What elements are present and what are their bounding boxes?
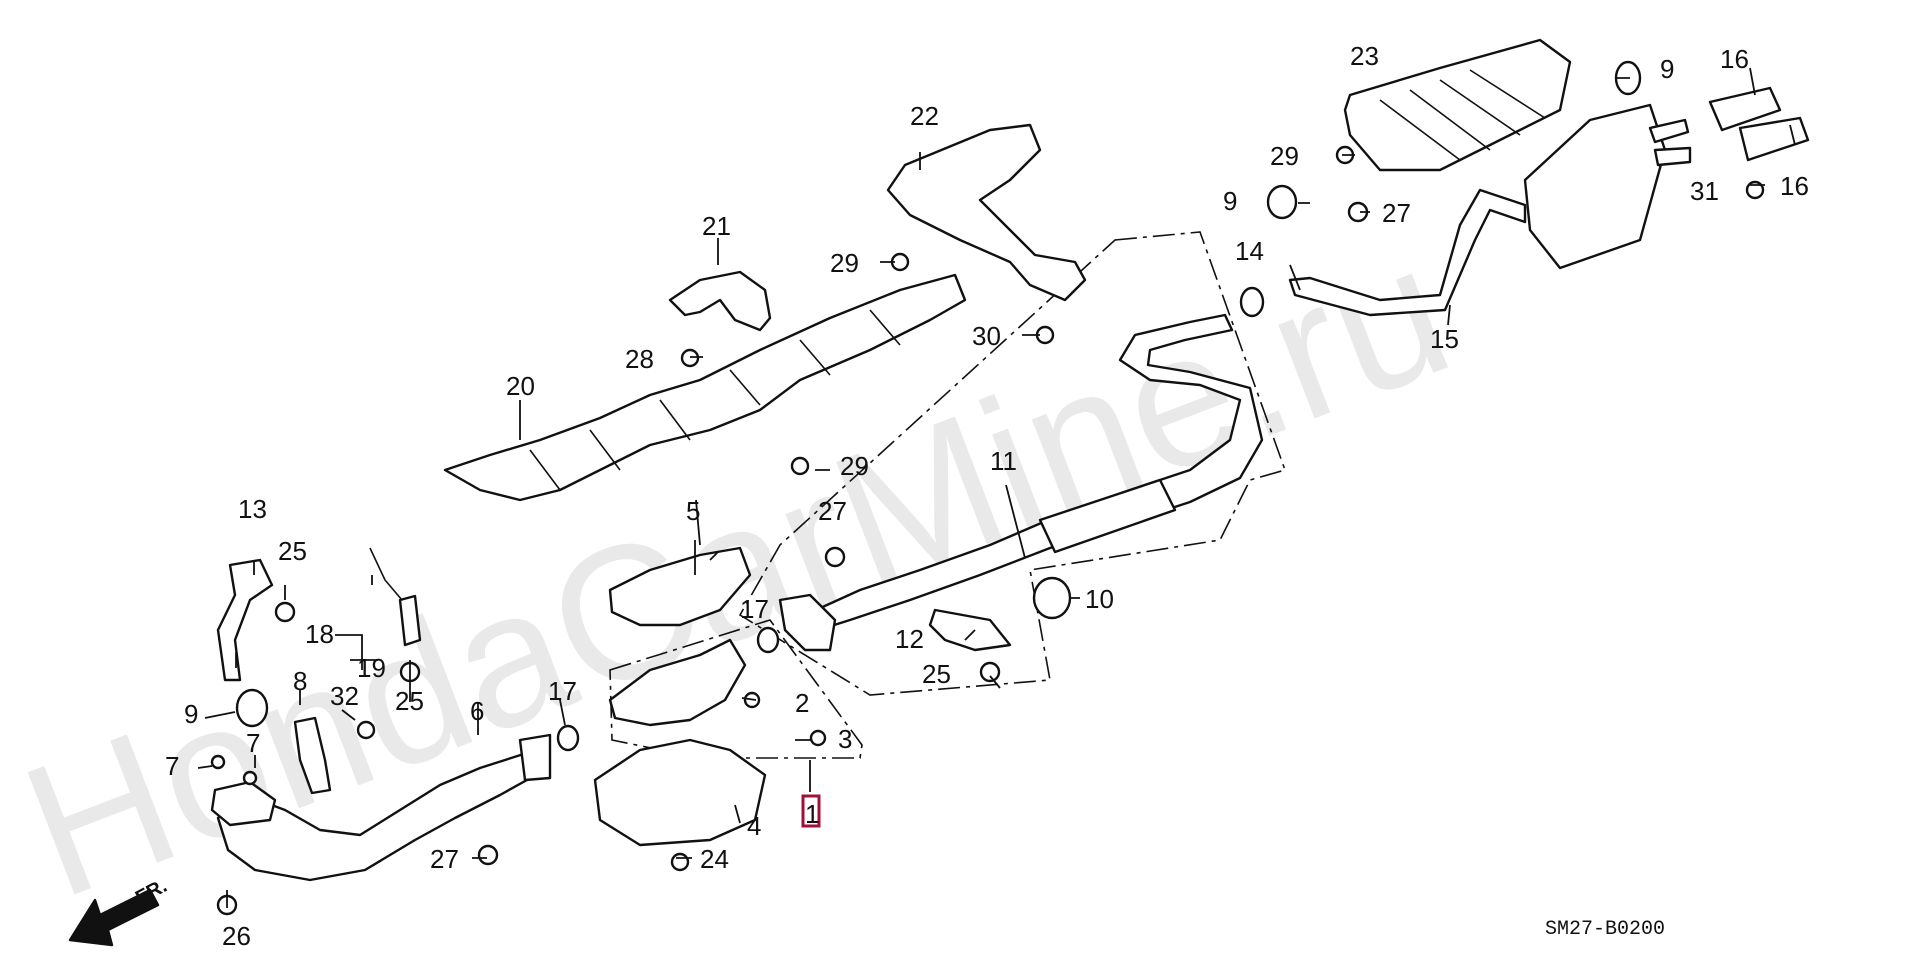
bolt-28 <box>680 348 700 368</box>
muffler-tailpipes <box>1648 118 1692 167</box>
callout-6: 6 <box>470 696 484 726</box>
callout-32: 32 <box>330 681 359 711</box>
callout-17-left: 17 <box>548 676 577 706</box>
callout-17-right: 17 <box>740 594 769 624</box>
heat-shield-rear-ribs <box>1379 69 1546 161</box>
tail-tip-upper <box>1708 86 1782 132</box>
nut-27-a <box>477 844 499 866</box>
callout-20: 20 <box>506 371 535 401</box>
center-pipe-resonator <box>1038 478 1177 554</box>
nut-27-b <box>824 546 846 568</box>
callout-5: 5 <box>686 496 700 526</box>
callout-28: 28 <box>625 344 654 374</box>
pipe-stay-8 <box>293 716 332 795</box>
muffler-pipe <box>1288 188 1527 317</box>
callout-16-bottom: 16 <box>1780 171 1809 201</box>
callout-1-box <box>801 794 821 828</box>
gasket-14 <box>1239 286 1265 318</box>
muffler-body <box>1523 103 1667 270</box>
callout-16-top: 16 <box>1720 44 1749 74</box>
heat-shield-bracket <box>668 270 772 332</box>
exhaust-pipe-a-flange <box>518 733 552 782</box>
oxygen-sensor <box>398 594 422 647</box>
bolt-32 <box>356 720 376 740</box>
nut-7-a <box>210 754 226 770</box>
group-outline-muffler <box>738 231 1287 696</box>
callout-14: 14 <box>1235 236 1264 266</box>
callout-11: 11 <box>990 446 1017 476</box>
catalytic-converter <box>608 638 747 727</box>
group-outline-converter <box>609 619 863 759</box>
callout-9-mid: 9 <box>1223 186 1237 216</box>
hanger-rubber-10 <box>1032 576 1072 620</box>
callout-30: 30 <box>972 321 1001 351</box>
nut-25-a <box>274 601 296 623</box>
callout-22: 22 <box>910 101 939 131</box>
bolt-29-b <box>790 456 810 476</box>
diagram-code: SM27-B0200 <box>1545 918 1665 941</box>
callout-13: 13 <box>238 494 267 524</box>
callout-26: 26 <box>222 921 251 951</box>
callout-3: 3 <box>838 724 852 754</box>
leader-lines <box>197 67 1796 908</box>
heat-shield-front-ribs <box>529 309 901 491</box>
callout-31: 31 <box>1690 176 1719 206</box>
nut-7-b <box>242 770 258 786</box>
callout-18: 18 <box>305 619 334 649</box>
converter-lower-shield <box>593 738 767 847</box>
callout-7-right: 7 <box>246 728 260 758</box>
exhaust-stay <box>216 558 274 682</box>
hanger-rubber-9-mid <box>1266 184 1298 220</box>
nut-3 <box>809 729 827 747</box>
tail-tip-lower <box>1738 116 1810 162</box>
callout-4: 4 <box>747 811 761 841</box>
hanger-rubber-9-left <box>235 688 269 728</box>
callout-27-left: 27 <box>430 844 459 874</box>
callout-12: 12 <box>895 624 924 654</box>
callout-9-right: 9 <box>1660 54 1674 84</box>
oxygen-sensor-wire <box>369 547 403 601</box>
callout-29-mid: 29 <box>840 451 869 481</box>
callout-24: 24 <box>700 844 729 874</box>
callout-9-left: 9 <box>184 699 198 729</box>
bolt-24 <box>670 852 690 872</box>
gasket-17-b <box>556 724 580 752</box>
callout-25-left: 25 <box>278 536 307 566</box>
callout-8: 8 <box>293 666 307 696</box>
bolt-31 <box>1745 180 1765 200</box>
callout-27-right: 27 <box>1382 198 1411 228</box>
heat-shield-middle <box>886 123 1087 302</box>
heat-shield-rear <box>1343 38 1572 172</box>
callout-23: 23 <box>1350 41 1379 71</box>
converter-heat-shield <box>608 546 752 627</box>
callout-7-left: 7 <box>165 751 179 781</box>
front-direction-arrow <box>68 888 160 947</box>
callout-19: 19 <box>357 653 386 683</box>
callout-21: 21 <box>702 211 731 241</box>
callout-2: 2 <box>795 688 809 718</box>
callout-25-mid: 25 <box>395 686 424 716</box>
nut-25-c <box>979 661 1001 683</box>
callout-1: 1 <box>805 799 819 829</box>
heat-shield-front <box>443 273 967 502</box>
callout-10: 10 <box>1085 584 1114 614</box>
gasket-17-a <box>756 626 780 654</box>
pipe-bracket <box>928 608 1012 652</box>
callout-27-mid: 27 <box>818 496 847 526</box>
callout-29-top: 29 <box>830 248 859 278</box>
callout-15: 15 <box>1430 324 1459 354</box>
center-pipe-flange <box>778 593 837 652</box>
callout-29-right: 29 <box>1270 141 1299 171</box>
callout-25-right: 25 <box>922 659 951 689</box>
